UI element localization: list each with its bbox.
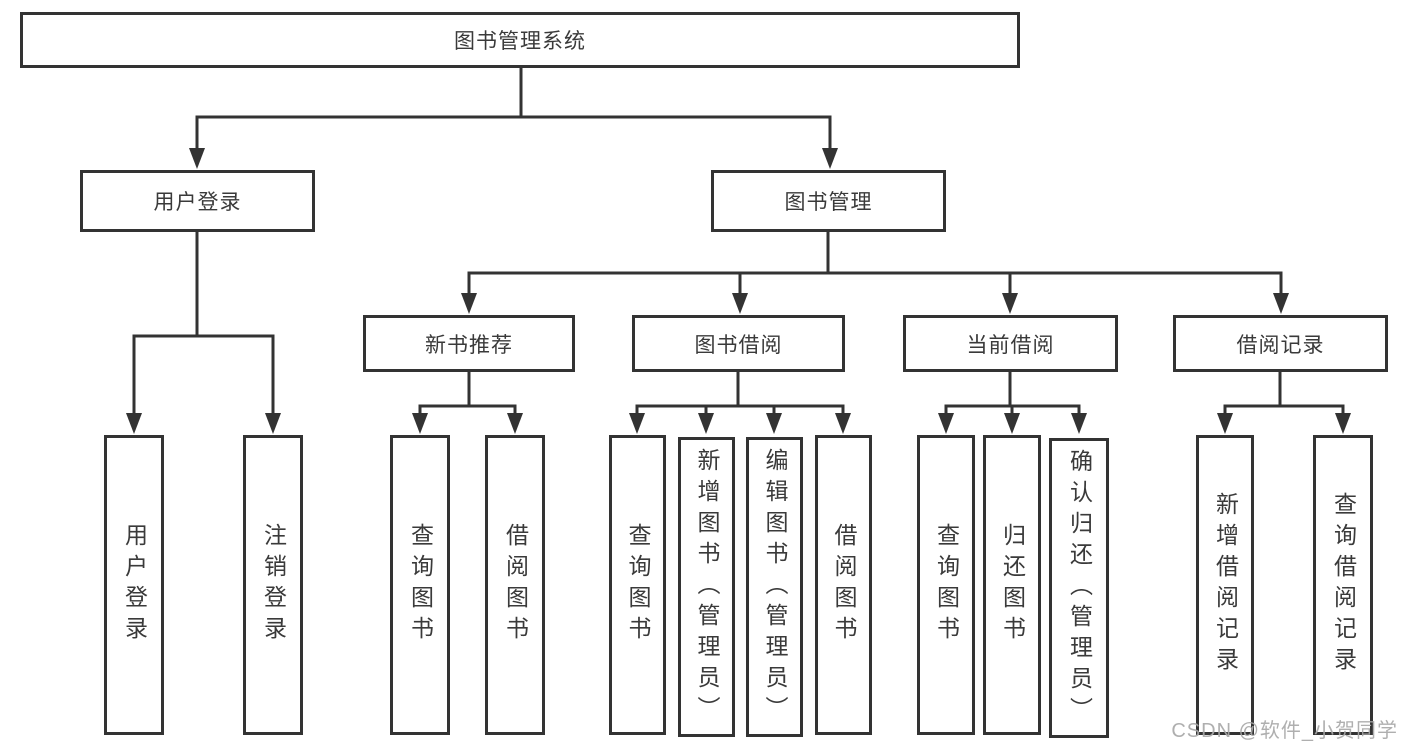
node-borrow-records-label: 借阅记录: [1236, 333, 1325, 357]
leaf-user-login: 用户登录: [104, 435, 164, 735]
leaf-records-query-record: 查询借阅记录: [1313, 435, 1373, 735]
leaf-borrow-edit-books-admin: 编辑图书（管理员）: [746, 437, 803, 737]
node-user-login-label: 用户登录: [153, 191, 242, 214]
node-root: 图书管理系统: [20, 12, 1020, 68]
node-new-book-recommend-label: 新书推荐: [425, 333, 513, 357]
leaf-user-login-label: 用户登录: [121, 523, 148, 647]
leaf-logout: 注销登录: [243, 435, 303, 735]
node-user-login: 用户登录: [80, 170, 315, 232]
node-borrow-records: 借阅记录: [1173, 315, 1388, 372]
node-book-management-label: 图书管理: [784, 191, 873, 214]
leaf-records-add-record-label: 新增借阅记录: [1212, 492, 1239, 678]
leaf-borrow-borrow-books: 借阅图书: [815, 435, 872, 735]
node-book-management: 图书管理: [711, 170, 946, 232]
leaf-current-confirm-return-admin: 确认归还（管理员）: [1049, 438, 1109, 738]
leaf-current-query-books-label: 查询图书: [933, 523, 960, 647]
leaf-borrow-query-books-label: 查询图书: [625, 523, 651, 647]
leaf-borrow-add-books-admin: 新增图书（管理员）: [678, 437, 735, 737]
node-book-borrow-label: 图书借阅: [694, 333, 783, 357]
leaf-newbooks-query-books: 查询图书: [390, 435, 450, 735]
leaf-records-query-record-label: 查询借阅记录: [1330, 492, 1357, 678]
leaf-logout-label: 注销登录: [260, 523, 287, 647]
node-book-borrow: 图书借阅: [632, 315, 845, 372]
leaf-records-add-record: 新增借阅记录: [1196, 435, 1254, 735]
node-root-label: 图书管理系统: [454, 30, 586, 53]
leaf-newbooks-borrow-books: 借阅图书: [485, 435, 545, 735]
leaf-current-confirm-return-admin-label: 确认归还（管理员）: [1066, 448, 1093, 728]
leaf-borrow-edit-books-admin-label: 编辑图书（管理员）: [762, 447, 788, 727]
node-current-borrow: 当前借阅: [903, 315, 1118, 372]
csdn-watermark: CSDN @软件_小贺同学: [1171, 720, 1398, 742]
leaf-borrow-query-books: 查询图书: [609, 435, 666, 735]
leaf-newbooks-query-books-label: 查询图书: [407, 523, 434, 647]
leaf-borrow-add-books-admin-label: 新增图书（管理员）: [694, 447, 720, 727]
leaf-newbooks-borrow-books-label: 借阅图书: [502, 523, 529, 647]
connector-arrowheads: [126, 148, 1351, 434]
leaf-current-query-books: 查询图书: [917, 435, 975, 735]
leaf-borrow-borrow-books-label: 借阅图书: [831, 523, 857, 647]
node-current-borrow-label: 当前借阅: [966, 333, 1055, 357]
leaf-current-return-books-label: 归还图书: [999, 523, 1026, 647]
node-new-book-recommend: 新书推荐: [363, 315, 575, 372]
leaf-current-return-books: 归还图书: [983, 435, 1041, 735]
